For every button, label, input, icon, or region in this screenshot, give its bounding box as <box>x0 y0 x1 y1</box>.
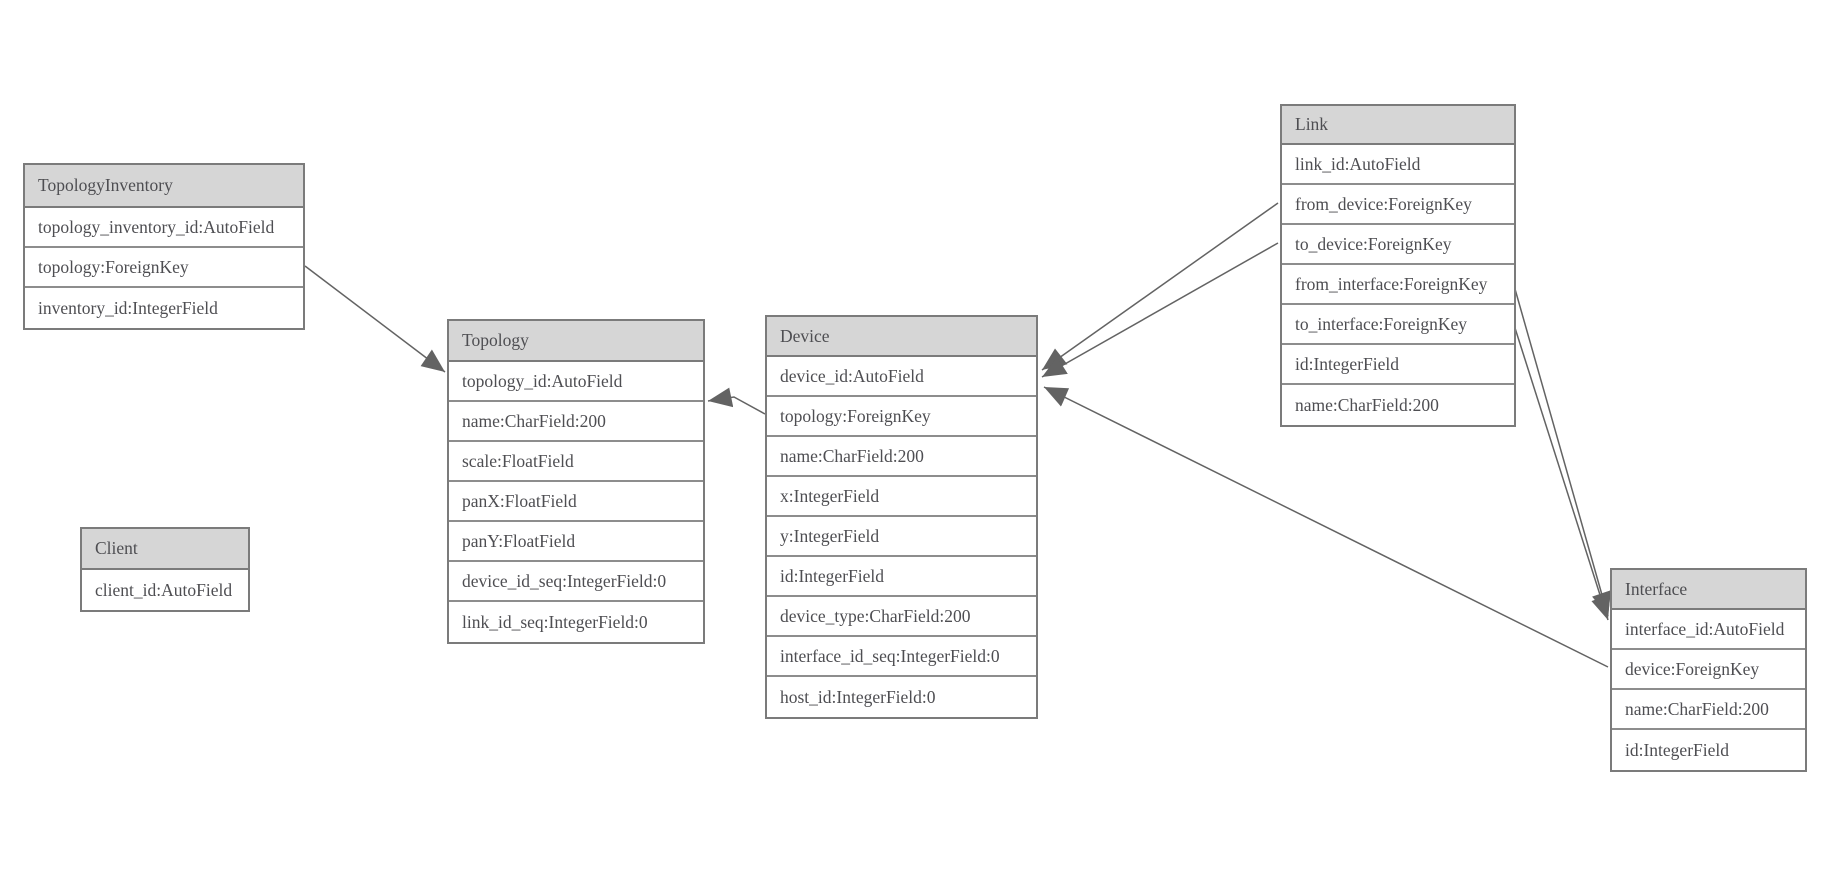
entity-interface-title: Interface <box>1612 570 1805 610</box>
entity-link-field-row: from_device:ForeignKey <box>1282 185 1514 225</box>
entity-interface-field-row: id:IntegerField <box>1625 739 1730 760</box>
entity-client-title: Client <box>82 529 248 570</box>
entity-device-title: Device <box>767 317 1036 357</box>
entity-client: Client client_id:AutoField <box>80 527 250 612</box>
entity-topology-inventory-field-row: topology:ForeignKey <box>25 248 303 288</box>
entity-client-field-row: client_id:AutoField <box>95 579 233 600</box>
entity-topology-field-row: panY:FloatField <box>449 522 703 562</box>
entity-device-field-row: device_type:CharField:200 <box>767 597 1036 637</box>
relation-link-to-interface <box>1514 327 1611 621</box>
entity-topology-inventory-field-row: inventory_id:IntegerField <box>38 297 218 318</box>
entity-device-field-row: id:IntegerField <box>767 557 1036 597</box>
entity-link-field-row: from_interface:ForeignKey <box>1282 265 1514 305</box>
entity-device-field-row: host_id:IntegerField:0 <box>780 686 936 707</box>
entity-interface-field-row: device:ForeignKey <box>1612 650 1805 690</box>
relation-link-to-device <box>1041 242 1279 378</box>
entity-topology-field-row: panX:FloatField <box>449 482 703 522</box>
entity-link-field-row: to_interface:ForeignKey <box>1282 305 1514 345</box>
entity-topology-field-row: device_id_seq:IntegerField:0 <box>449 562 703 602</box>
relation-link-from-interface <box>1514 288 1612 617</box>
entity-link-field-row: id:IntegerField <box>1282 345 1514 385</box>
entity-topology-field-row: link_id_seq:IntegerField:0 <box>462 611 648 632</box>
entity-topology-inventory-field-row: topology_inventory_id:AutoField <box>25 208 303 248</box>
entity-topology-field-row: name:CharField:200 <box>449 402 703 442</box>
entity-topology-title: Topology <box>449 321 703 362</box>
relation-device-topology <box>707 387 766 415</box>
relation-interface-device <box>1043 386 1609 668</box>
entity-link-field-row: link_id:AutoField <box>1282 145 1514 185</box>
entity-device-field-row: x:IntegerField <box>767 477 1036 517</box>
entity-device-field-row: name:CharField:200 <box>767 437 1036 477</box>
entity-link-field-row: name:CharField:200 <box>1295 394 1439 415</box>
entity-device-field-row: interface_id_seq:IntegerField:0 <box>767 637 1036 677</box>
entity-interface-field-row: name:CharField:200 <box>1612 690 1805 730</box>
relation-link-from-device <box>1041 202 1279 371</box>
entity-device-field-row: topology:ForeignKey <box>767 397 1036 437</box>
relation-topologyinventory-topology <box>304 265 446 373</box>
entity-device-field-row: device_id:AutoField <box>767 357 1036 397</box>
entity-link-field-row: to_device:ForeignKey <box>1282 225 1514 265</box>
entity-topology-inventory-title: TopologyInventory <box>25 165 303 208</box>
entity-link-title: Link <box>1282 106 1514 145</box>
entity-interface-field-row: interface_id:AutoField <box>1612 610 1805 650</box>
entity-device-field-row: y:IntegerField <box>767 517 1036 557</box>
entity-topology-field-row: scale:FloatField <box>449 442 703 482</box>
entity-topology-field-row: topology_id:AutoField <box>449 362 703 402</box>
